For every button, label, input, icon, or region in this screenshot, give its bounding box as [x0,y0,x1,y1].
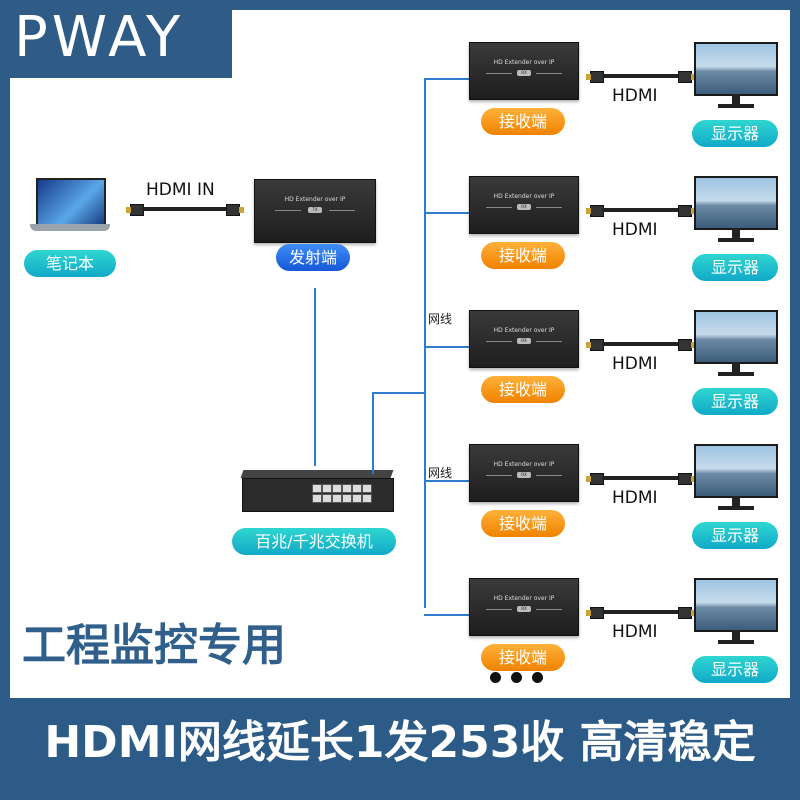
hdmi-plug-icon [678,205,696,217]
receiver-tag: RX [517,472,531,478]
receiver-label: 接收端 [481,376,565,403]
hdmi-label: HDMI [612,622,658,642]
hdmi-in-label: HDMI IN [146,180,215,200]
receiver-device-text: HD Extender over IP [493,461,555,468]
receiver-device: HD Extender over IP RX [469,42,579,100]
receiver-device-text: HD Extender over IP [493,193,555,200]
receiver-label: 接收端 [481,510,565,537]
receiver-label: 接收端 [481,242,565,269]
receiver-device-text: HD Extender over IP [493,595,555,602]
network-switch-icon [240,470,394,516]
network-cable-label: 网线 [428,312,453,326]
network-line [372,392,374,474]
monitor-icon [694,310,778,376]
monitor-icon [694,176,778,242]
network-trunk-line [424,78,426,608]
hdmi-plug-icon [678,607,696,619]
hdmi-cable [602,476,680,480]
network-branch-line [424,78,470,80]
display-label: 显示器 [692,254,778,281]
receiver-device-text: HD Extender over IP [493,59,555,66]
transmitter-tag: TX [308,207,322,213]
hdmi-label: HDMI [612,354,658,374]
diagram-canvas [10,10,790,698]
monitor-icon [694,42,778,108]
hdmi-label: HDMI [612,220,658,240]
monitor-icon [694,444,778,510]
brand-logo: PWAY [0,0,232,78]
hdmi-plug-icon [678,339,696,351]
network-branch-line [424,346,470,348]
receiver-label: 接收端 [481,108,565,135]
network-cable-label: 网线 [428,466,453,480]
laptop-icon [30,178,110,238]
receiver-tag: RX [517,70,531,76]
hdmi-cable [602,74,680,78]
network-branch-line [424,212,470,214]
receiver-device: HD Extender over IP RX [469,176,579,234]
display-label: 显示器 [692,120,778,147]
hdmi-plug-icon [226,204,244,216]
hdmi-cable [602,342,680,346]
transmitter-label: 发射端 [276,244,350,271]
hdmi-cable [602,208,680,212]
receiver-device: HD Extender over IP RX [469,444,579,502]
display-label: 显示器 [692,656,778,683]
receiver-device: HD Extender over IP RX [469,310,579,368]
slogan: 工程监控专用 [22,620,286,671]
display-label: 显示器 [692,522,778,549]
receiver-device: HD Extender over IP RX [469,578,579,636]
dot-icon [532,672,543,683]
network-branch-line [424,480,470,482]
dot-icon [490,672,501,683]
dot-icon [511,672,522,683]
monitor-icon [694,578,778,644]
network-line [372,392,426,394]
transmitter-device: HD Extender over IP TX [254,179,376,243]
laptop-label: 笔记本 [24,250,116,277]
transmitter-device-text: HD Extender over IP [284,196,346,203]
receiver-device-text: HD Extender over IP [493,327,555,334]
bottom-title: HDMI网线延长1发253收 高清稳定 [44,717,756,768]
hdmi-plug-icon [678,473,696,485]
hdmi-label: HDMI [612,488,658,508]
display-label: 显示器 [692,388,778,415]
network-line [314,288,316,466]
hdmi-plug-icon [678,71,696,83]
hdmi-label: HDMI [612,86,658,106]
switch-label: 百兆/千兆交换机 [232,528,396,555]
hdmi-cable [602,610,680,614]
brand-logo-text: PWAY [14,5,185,70]
hdmi-cable [142,207,228,211]
receiver-tag: RX [517,338,531,344]
receiver-tag: RX [517,606,531,612]
receiver-tag: RX [517,204,531,210]
network-branch-line [424,614,470,616]
receiver-label: 接收端 [481,644,565,671]
